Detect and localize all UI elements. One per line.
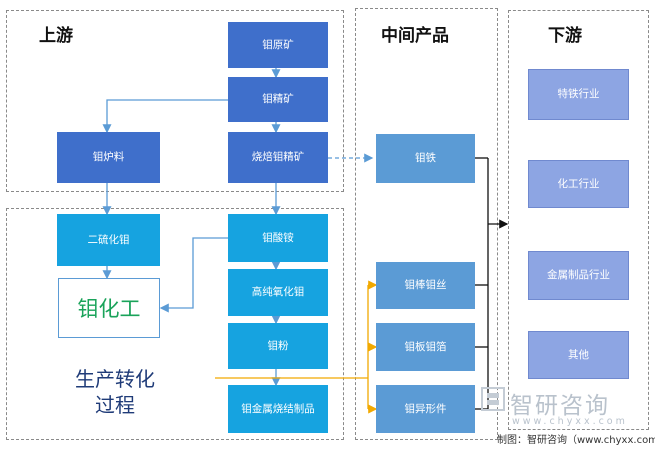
high-purity-moo3-box: 高纯氧化钼 (228, 269, 328, 316)
downstream-item-other: 其他 (528, 331, 629, 379)
downstream-item-chemical: 化工行业 (528, 160, 629, 208)
mos2-box: 二硫化钼 (57, 214, 160, 266)
sintered-products-box: 钼金属烧结制品 (228, 385, 328, 433)
midstream-title: 中间产品 (381, 26, 449, 46)
downstream-region (508, 10, 649, 430)
molybdenum-ore-box: 钼原矿 (228, 22, 328, 68)
furnace-charge-box: 钼炉料 (57, 132, 160, 183)
molybdenum-chemical-box: 钼化工 (58, 278, 160, 338)
watermark-brand: 智研咨询 (510, 393, 610, 419)
ferromolybdenum-box: 钼铁 (376, 134, 475, 183)
process-region (6, 208, 344, 440)
molybdenum-powder-box: 钼粉 (228, 323, 328, 369)
image-credit: 制图：智研咨询（www.chyxx.com） (497, 435, 655, 446)
shaped-parts-box: 钼异形件 (376, 385, 475, 433)
rod-wire-box: 钼棒钼丝 (376, 262, 475, 309)
ammonium-molybdate-box: 钼酸铵 (228, 214, 328, 262)
watermark-logo-icon (481, 387, 505, 411)
process-caption: 生产转化 过程 (75, 367, 155, 417)
roasted-concentrate-box: 烧焙钼精矿 (228, 132, 328, 183)
upstream-title: 上游 (39, 26, 73, 46)
watermark-url: www.chyxx.com (512, 416, 628, 427)
downstream-item-special-steel: 特铁行业 (528, 69, 629, 120)
downstream-item-metal-products: 金属制品行业 (528, 251, 629, 300)
molybdenum-concentrate-box: 钼精矿 (228, 77, 328, 122)
upstream-region (6, 10, 344, 192)
downstream-title: 下游 (548, 26, 582, 46)
link-concentrate-furnace (102, 99, 228, 134)
plate-foil-box: 钼板钼箔 (376, 323, 475, 371)
link-ammonium-chem (159, 237, 228, 313)
